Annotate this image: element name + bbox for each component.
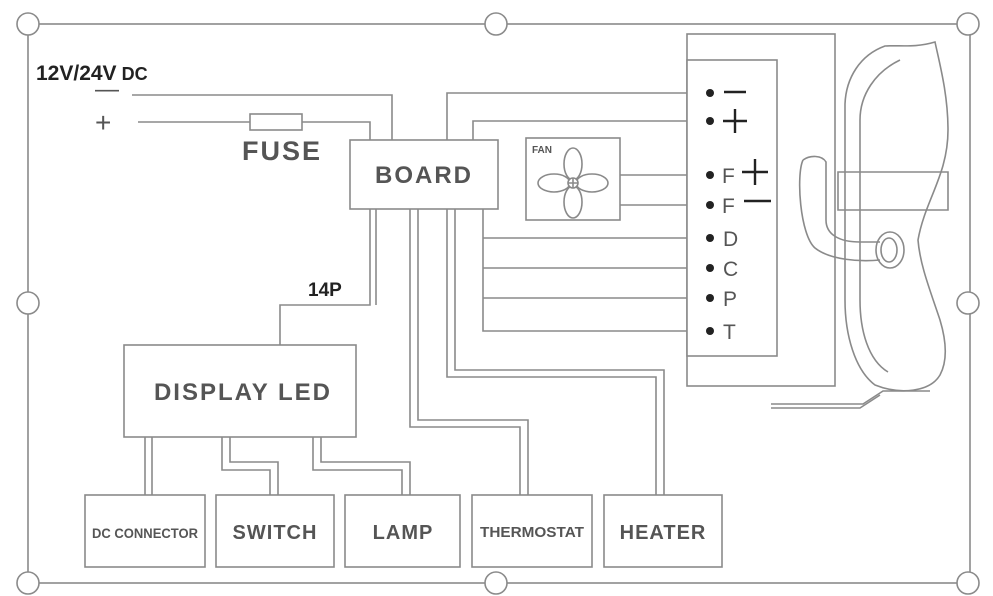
terminal-d-label: D bbox=[723, 228, 738, 251]
terminal-d: D bbox=[706, 228, 738, 251]
terminal-fan-minus-letter: F bbox=[722, 195, 735, 218]
display-cable: 14P bbox=[279, 209, 377, 345]
terminal-p: P bbox=[706, 288, 737, 311]
terminal-t: T bbox=[706, 321, 736, 344]
power-plus-symbol: + bbox=[95, 107, 111, 138]
terminal-plus bbox=[706, 109, 747, 133]
terminal-block: F F D C P T bbox=[686, 33, 836, 387]
fuse-label: FUSE bbox=[242, 136, 322, 166]
fan-icon bbox=[537, 147, 609, 219]
display-device-wires bbox=[144, 437, 411, 495]
bottom-devices: DC CONNECTOR SWITCH LAMP THERMOSTAT HEAT… bbox=[84, 494, 723, 568]
terminal-p-label: P bbox=[723, 288, 737, 311]
switch-label: SWITCH bbox=[233, 522, 318, 544]
lamp-box: LAMP bbox=[344, 494, 461, 568]
thermostat-box: THERMOSTAT bbox=[471, 494, 593, 568]
power-voltage-label: 12V/24V DC bbox=[36, 62, 148, 85]
power-minus-symbol: — bbox=[95, 76, 119, 103]
board: BOARD bbox=[349, 139, 499, 210]
display-led: DISPLAY LED bbox=[123, 344, 357, 438]
dc-connector-box: DC CONNECTOR bbox=[84, 494, 206, 568]
heater-box: HEATER bbox=[603, 494, 723, 568]
switch-box: SWITCH bbox=[215, 494, 335, 568]
fuse: FUSE bbox=[242, 113, 322, 166]
power-input: 12V/24V DC — + bbox=[36, 62, 393, 140]
fan-label: FAN bbox=[532, 145, 552, 156]
heater-label: HEATER bbox=[620, 522, 707, 544]
terminal-t-label: T bbox=[723, 321, 736, 344]
valve-body-illustration bbox=[771, 40, 949, 409]
lamp-label: LAMP bbox=[373, 522, 434, 544]
board-device-wires bbox=[409, 209, 665, 495]
cable-14p-label: 14P bbox=[308, 280, 342, 301]
terminal-fan-minus: F bbox=[706, 195, 771, 218]
terminal-c: C bbox=[706, 258, 738, 281]
fan: FAN bbox=[525, 137, 621, 221]
display-led-label: DISPLAY LED bbox=[154, 379, 332, 406]
dc-connector-label: DC CONNECTOR bbox=[92, 526, 198, 541]
terminal-fan-plus-letter: F bbox=[722, 165, 735, 188]
board-label: BOARD bbox=[375, 162, 473, 189]
terminal-minus bbox=[706, 89, 746, 97]
terminal-c-label: C bbox=[723, 258, 738, 281]
outer-frame bbox=[16, 12, 980, 595]
thermostat-label: THERMOSTAT bbox=[480, 525, 584, 541]
terminal-wires bbox=[446, 92, 708, 332]
terminal-fan-plus: F bbox=[706, 159, 768, 188]
